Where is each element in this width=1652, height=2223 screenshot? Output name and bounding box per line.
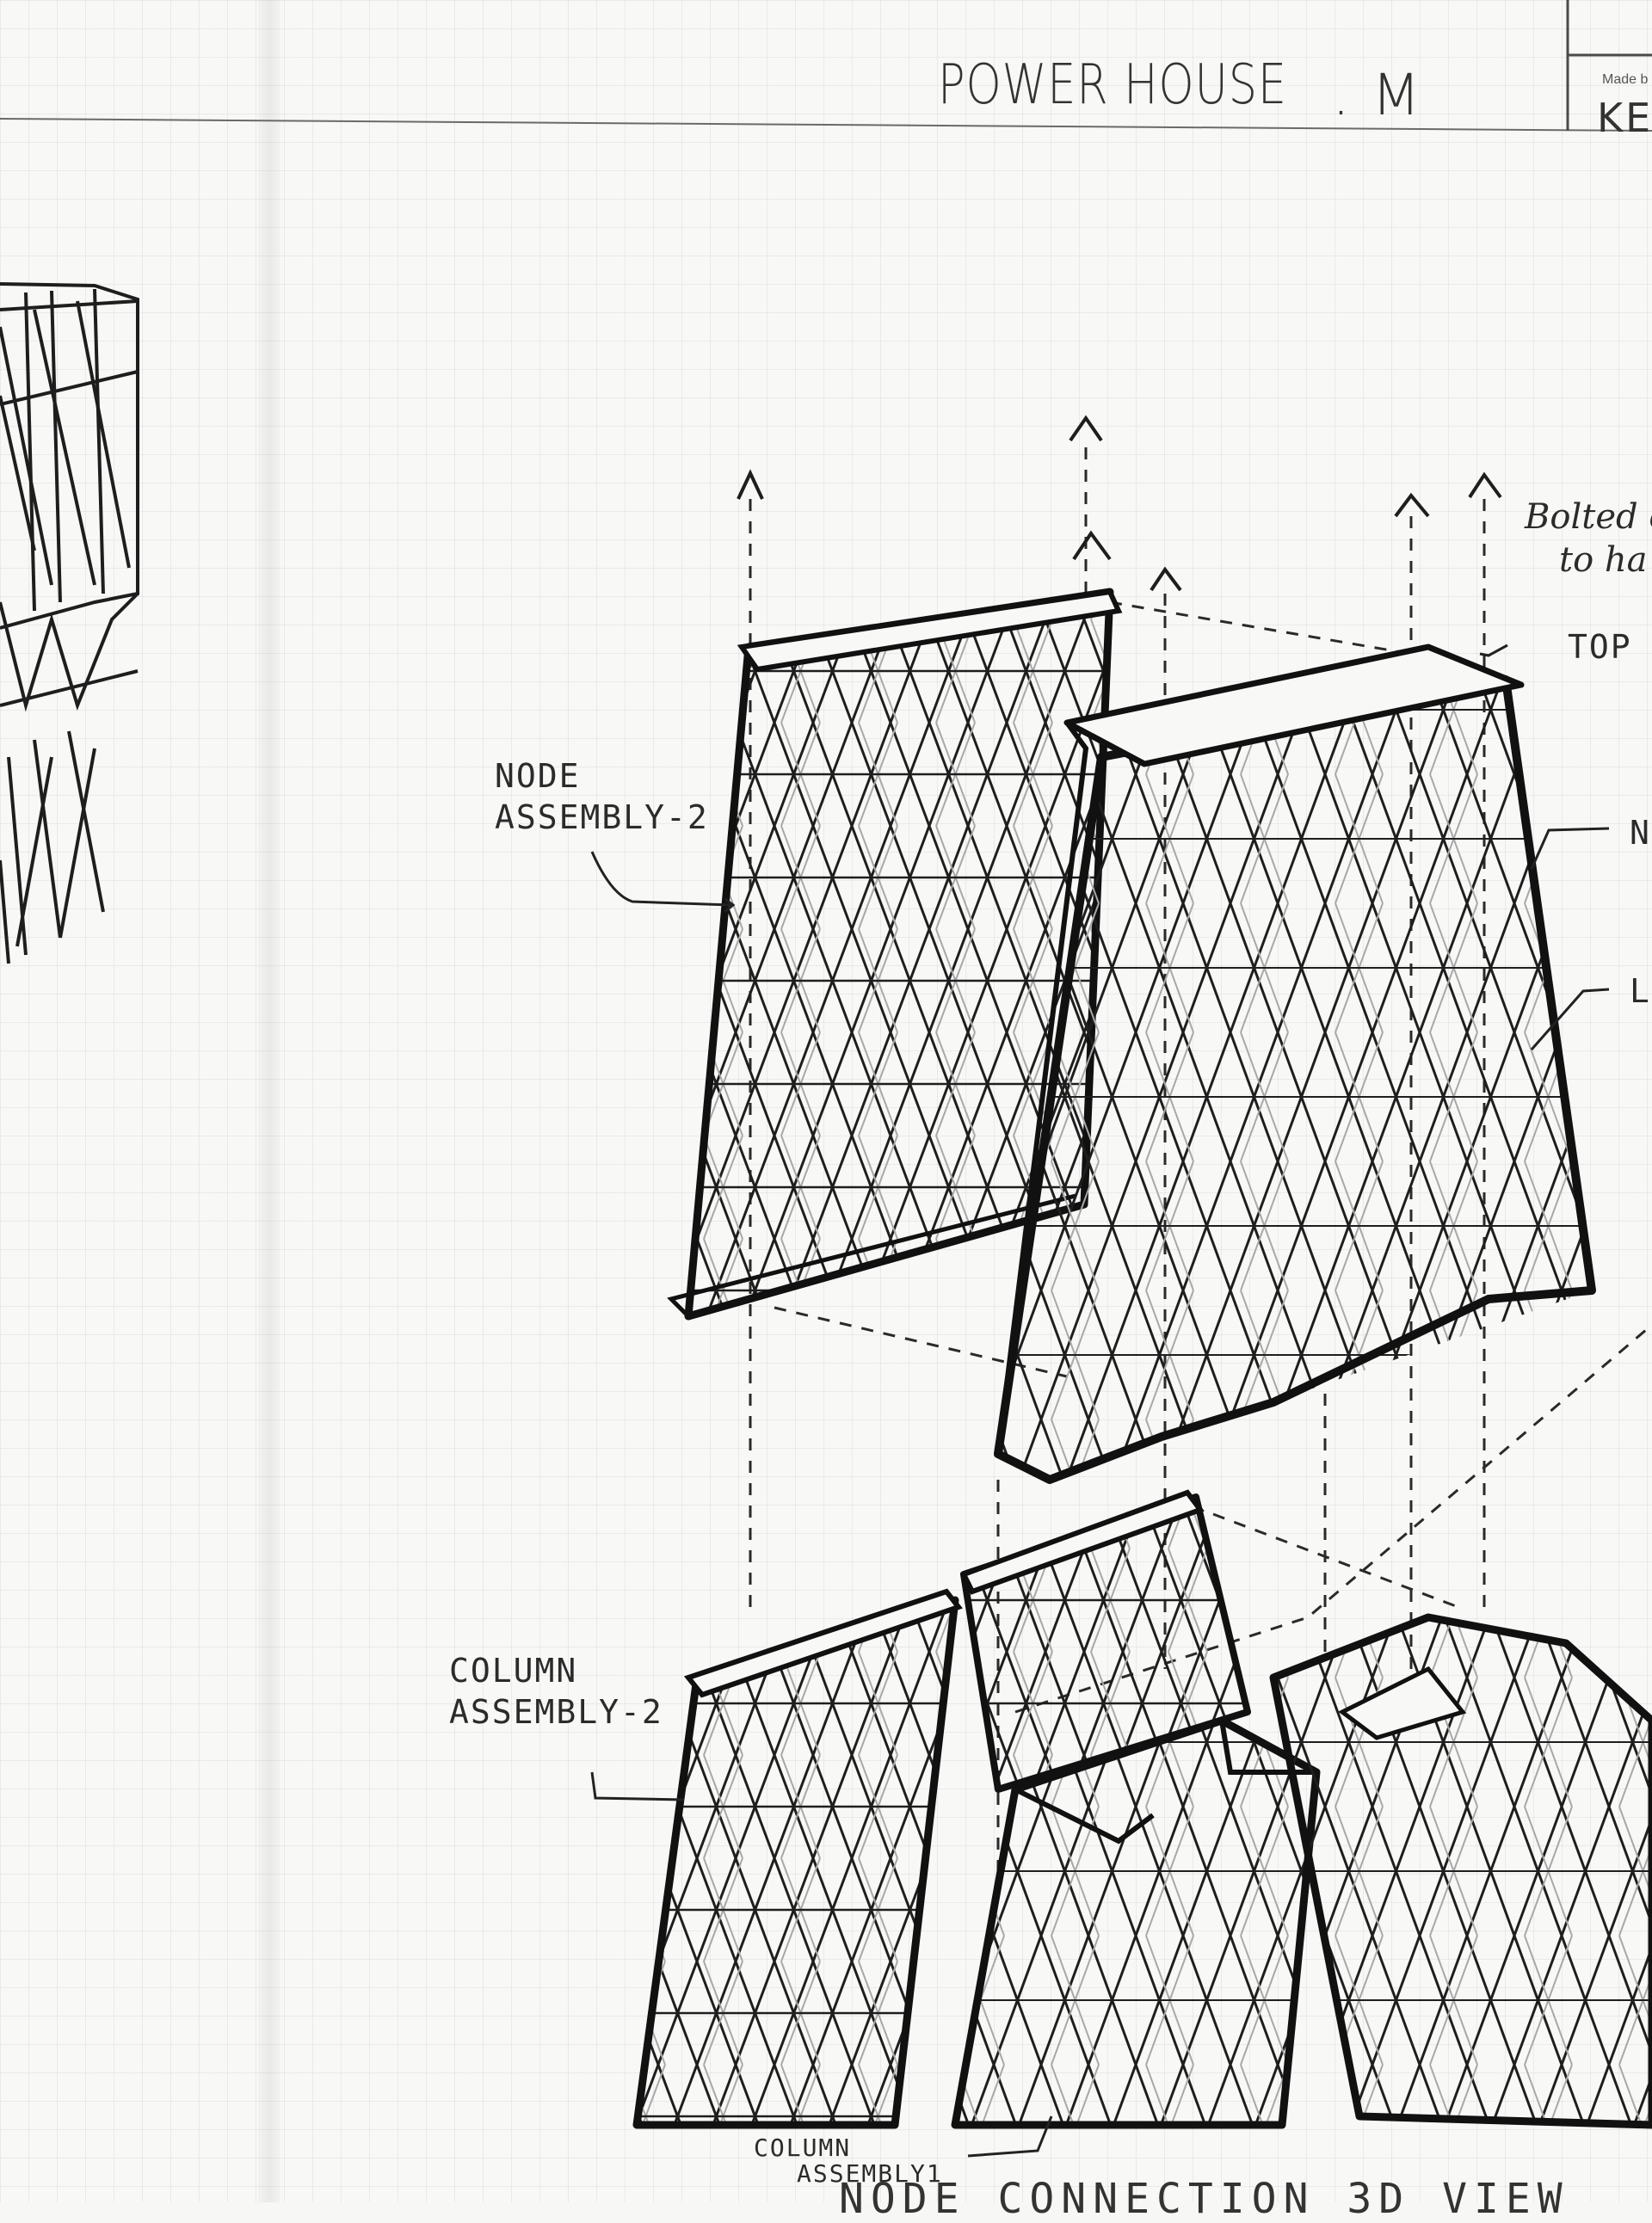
- column-assembly-2-line2: ASSEMBLY-2: [449, 1693, 663, 1731]
- lift-arrows: [737, 415, 1502, 592]
- column-assembly-1-label: COLUMN ASSEMBLY1: [754, 2135, 943, 2187]
- made-by-label: Made b: [1602, 72, 1649, 87]
- column-assembly-right-panel: [1269, 1613, 1652, 2129]
- column-assembly-1-panel: [951, 1716, 1321, 2129]
- page-title: POWER HOUSE: [938, 53, 1287, 117]
- node-assembly-2-line2: ASSEMBLY-2: [495, 798, 709, 836]
- right-label-l: L: [1630, 972, 1651, 1010]
- header-rules: [0, 0, 1652, 132]
- node-assembly-2-label: NODE ASSEMBLY-2: [495, 755, 709, 838]
- made-by-value: KE: [1597, 95, 1652, 141]
- column-assembly-2-label: COLUMN ASSEMBLY-2: [449, 1650, 663, 1733]
- bolted-note: Bolted c to ha: [1525, 496, 1652, 582]
- node-assembly-right-panel: [994, 644, 1596, 1484]
- notebook-gutter: [258, 0, 280, 2202]
- left-tower-sketch: [0, 282, 139, 964]
- leader-lines: [590, 644, 1610, 2158]
- drawing-caption: NODE CONNECTION 3D VIEW: [839, 2175, 1569, 2223]
- column-assembly-2-line1: COLUMN: [449, 1652, 578, 1690]
- page-title-mark: . M: [1332, 62, 1422, 128]
- column-assembly-2-panel: [632, 1588, 963, 2129]
- node-assembly-lower-panel: [959, 1489, 1251, 1793]
- top-label: TOP: [1568, 628, 1632, 666]
- right-label-n: N: [1630, 814, 1651, 852]
- node-assembly-2-line1: NODE: [495, 757, 581, 795]
- node-assembly-2-panel: [667, 588, 1123, 1321]
- column-assembly-1-line2: ASSEMBLY1: [797, 2159, 943, 2188]
- bolted-note-line1: Bolted c: [1525, 497, 1652, 537]
- column-assembly-1-line1: COLUMN: [754, 2134, 852, 2162]
- bolted-note-line2: to ha: [1559, 540, 1648, 580]
